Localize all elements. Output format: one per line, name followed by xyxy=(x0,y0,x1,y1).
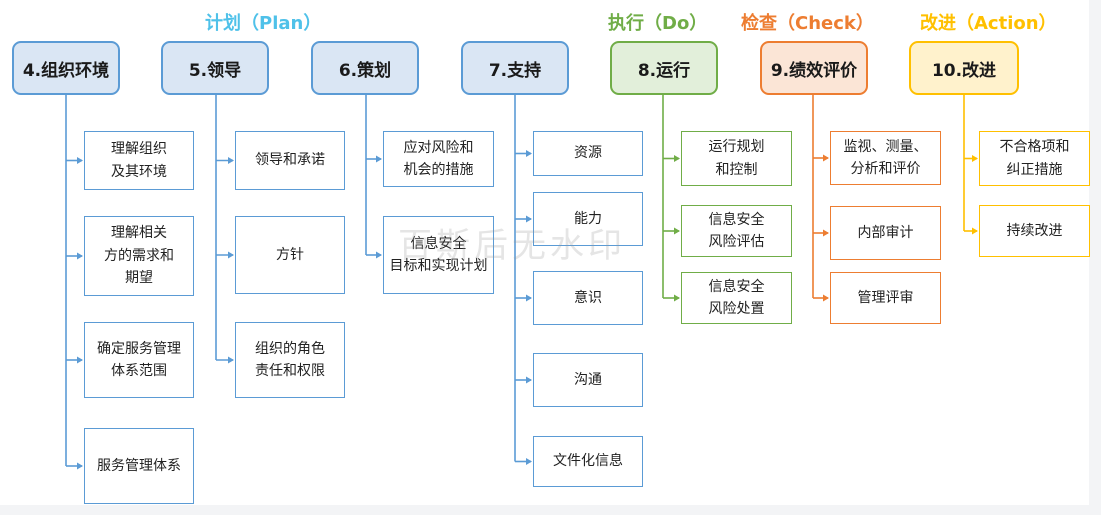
clause-box: 文件化信息 xyxy=(533,436,643,487)
clause-text: 纠正措施 xyxy=(1006,161,1063,178)
clause-text: 意识 xyxy=(574,289,602,306)
clause-box: 理解组织及其环境 xyxy=(84,131,194,190)
branch-arrow xyxy=(823,294,829,302)
clause-text: 风险处置 xyxy=(708,301,765,317)
phase-label-check: 检查（Check） xyxy=(741,13,874,34)
clause-box: 确定服务管理体系范围 xyxy=(84,322,194,398)
stage-header: 7.支持 xyxy=(461,41,569,95)
clause-text: 及其环境 xyxy=(111,163,167,180)
branch-arrow xyxy=(674,155,680,162)
branch-arrow xyxy=(376,251,382,259)
branch-arrow xyxy=(526,294,532,302)
clause-box: 组织的角色责任和权限 xyxy=(235,322,345,398)
clause-text: 分析和评价 xyxy=(850,161,921,177)
stage-header: 9.绩效评价 xyxy=(760,41,868,95)
clause-box: 资源 xyxy=(533,131,643,176)
clause-text: 方的需求和 xyxy=(104,247,174,264)
clause-box: 意识 xyxy=(533,271,643,325)
clause-box: 不合格项和纠正措施 xyxy=(979,131,1090,186)
clause-box: 信息安全目标和实现计划 xyxy=(383,216,494,294)
branch-arrow xyxy=(77,356,83,364)
stage-header: 8.运行 xyxy=(610,41,718,95)
clause-text: 持续改进 xyxy=(1006,222,1063,239)
clause-box: 运行规划和控制 xyxy=(681,131,792,186)
branch-arrow xyxy=(674,294,680,302)
connector-lines xyxy=(65,95,978,470)
clause-text: 组织的角色 xyxy=(255,340,325,357)
branch-arrow xyxy=(228,157,234,164)
branch-arrow xyxy=(674,227,680,235)
clause-text: 不合格项和 xyxy=(999,139,1070,156)
phase-label-plan: 计划（Plan） xyxy=(205,13,322,34)
clause-text: 文件化信息 xyxy=(553,453,623,470)
branch-arrow xyxy=(376,155,382,163)
clause-text: 信息安全 xyxy=(708,211,765,228)
clause-text: 责任和权限 xyxy=(255,363,325,379)
clause-box: 沟通 xyxy=(533,353,643,407)
branch-arrow xyxy=(823,229,829,237)
clause-box: 持续改进 xyxy=(979,205,1090,257)
watermark: 百斯后无水印 xyxy=(398,226,626,266)
clause-text: 管理评审 xyxy=(857,289,914,306)
clause-text: 期望 xyxy=(125,270,153,287)
clause-text: 沟通 xyxy=(574,371,602,388)
clause-text: 理解相关 xyxy=(111,225,167,242)
clause-text: 内部审计 xyxy=(857,224,914,241)
branch-arrow xyxy=(972,227,978,235)
clause-box: 信息安全风险处置 xyxy=(681,272,792,324)
clause-box: 信息安全风险评估 xyxy=(681,205,792,257)
stage-header: 5.领导 xyxy=(161,41,269,95)
clause-box: 领导和承诺 xyxy=(235,131,345,190)
clause-text: 方针 xyxy=(276,246,304,263)
clause-text: 应对风险和 xyxy=(403,139,474,156)
clause-text: 运行规划 xyxy=(708,139,765,156)
branch-arrow xyxy=(823,154,829,162)
clause-box: 能力 xyxy=(533,192,643,246)
branch-arrow xyxy=(77,462,83,470)
clause-box: 应对风险和机会的措施 xyxy=(383,131,494,187)
clause-box: 管理评审 xyxy=(830,272,941,324)
stage-header: 4.组织环境 xyxy=(12,41,120,95)
blank-patch xyxy=(763,438,1073,480)
clause-box: 监视、测量、分析和评价 xyxy=(830,131,941,185)
branch-arrow xyxy=(972,155,978,162)
clause-text: 理解组织 xyxy=(111,141,167,158)
stage-header: 6.策划 xyxy=(311,41,419,95)
clause-text: 领导和承诺 xyxy=(255,152,325,169)
clause-text: 体系范围 xyxy=(111,363,167,379)
branch-arrow xyxy=(526,458,532,465)
phase-label-action: 改进（Action） xyxy=(920,13,1057,34)
branch-arrow xyxy=(526,215,532,223)
clause-text: 服务管理体系 xyxy=(97,457,181,474)
clause-text: 和控制 xyxy=(715,161,758,178)
pdca-diagram: 计划（Plan） 执行（Do） 检查（Check） 改进（Action） 4.组… xyxy=(0,0,1090,505)
clause-box: 方针 xyxy=(235,216,345,294)
branch-arrow xyxy=(526,376,532,384)
branch-arrow xyxy=(77,157,83,164)
branch-arrow xyxy=(77,252,83,260)
clause-text: 风险评估 xyxy=(708,234,765,250)
clause-text: 监视、测量、 xyxy=(843,138,928,155)
clause-box: 服务管理体系 xyxy=(84,428,194,504)
phase-label-do: 执行（Do） xyxy=(608,13,708,34)
clause-text: 能力 xyxy=(574,210,602,227)
branch-arrow xyxy=(526,150,532,157)
branch-arrow xyxy=(228,251,234,259)
clause-text: 信息安全 xyxy=(708,278,765,295)
stage-header: 10.改进 xyxy=(909,41,1019,95)
clause-text: 确定服务管理 xyxy=(97,340,181,357)
clause-text: 信息安全 xyxy=(410,235,467,252)
clause-text: 机会的措施 xyxy=(403,162,474,178)
clause-box: 理解相关方的需求和期望 xyxy=(84,216,194,296)
clause-box: 内部审计 xyxy=(830,206,941,260)
clause-text: 目标和实现计划 xyxy=(389,258,488,274)
branch-arrow xyxy=(228,356,234,364)
clause-text: 资源 xyxy=(574,145,602,162)
